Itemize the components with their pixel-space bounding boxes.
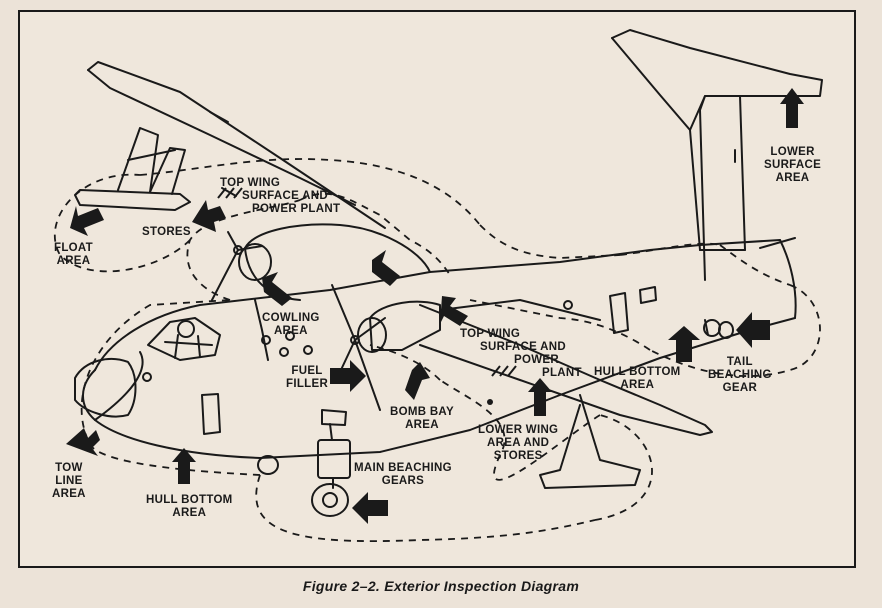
label-top-wing-left: TOP WING SURFACE AND POWER PLANT (220, 177, 341, 215)
left-wing (87, 61, 386, 229)
label-stores: STORES (142, 226, 191, 238)
arrows (66, 88, 804, 524)
float (74, 127, 191, 211)
right-engine (331, 284, 441, 411)
main-gear (257, 409, 351, 517)
inspection-route (53, 158, 821, 543)
diagram-frame (18, 10, 856, 568)
arrow-lower-wing (528, 378, 552, 416)
arrow-top-wing-center (372, 250, 400, 286)
arrow-tow-line (66, 428, 100, 456)
cockpit (147, 317, 221, 361)
portholes (142, 300, 573, 382)
label-top-wing-right: TOP WING SURFACE AND POWER PLANT (460, 328, 582, 379)
figure-caption: Figure 2–2. Exterior Inspection Diagram (302, 578, 580, 594)
arrow-hull-bottom-left (172, 448, 196, 484)
arrow-hull-bottom-right (668, 326, 700, 362)
arrow-stores (192, 200, 226, 232)
right-wing (419, 299, 713, 489)
arrow-main-gear (352, 492, 388, 524)
arrow-tail-gear (736, 312, 770, 348)
arrow-float (70, 206, 104, 236)
left-engine (211, 223, 431, 301)
arrow-top-wing-right (440, 296, 468, 326)
arrow-fuel-filler (330, 360, 366, 392)
arrow-cowling (262, 272, 292, 306)
tail-gear (703, 319, 734, 339)
arrow-bomb-bay (405, 362, 430, 400)
tail-fin (611, 29, 823, 281)
arrow-lower-surface (780, 88, 804, 128)
